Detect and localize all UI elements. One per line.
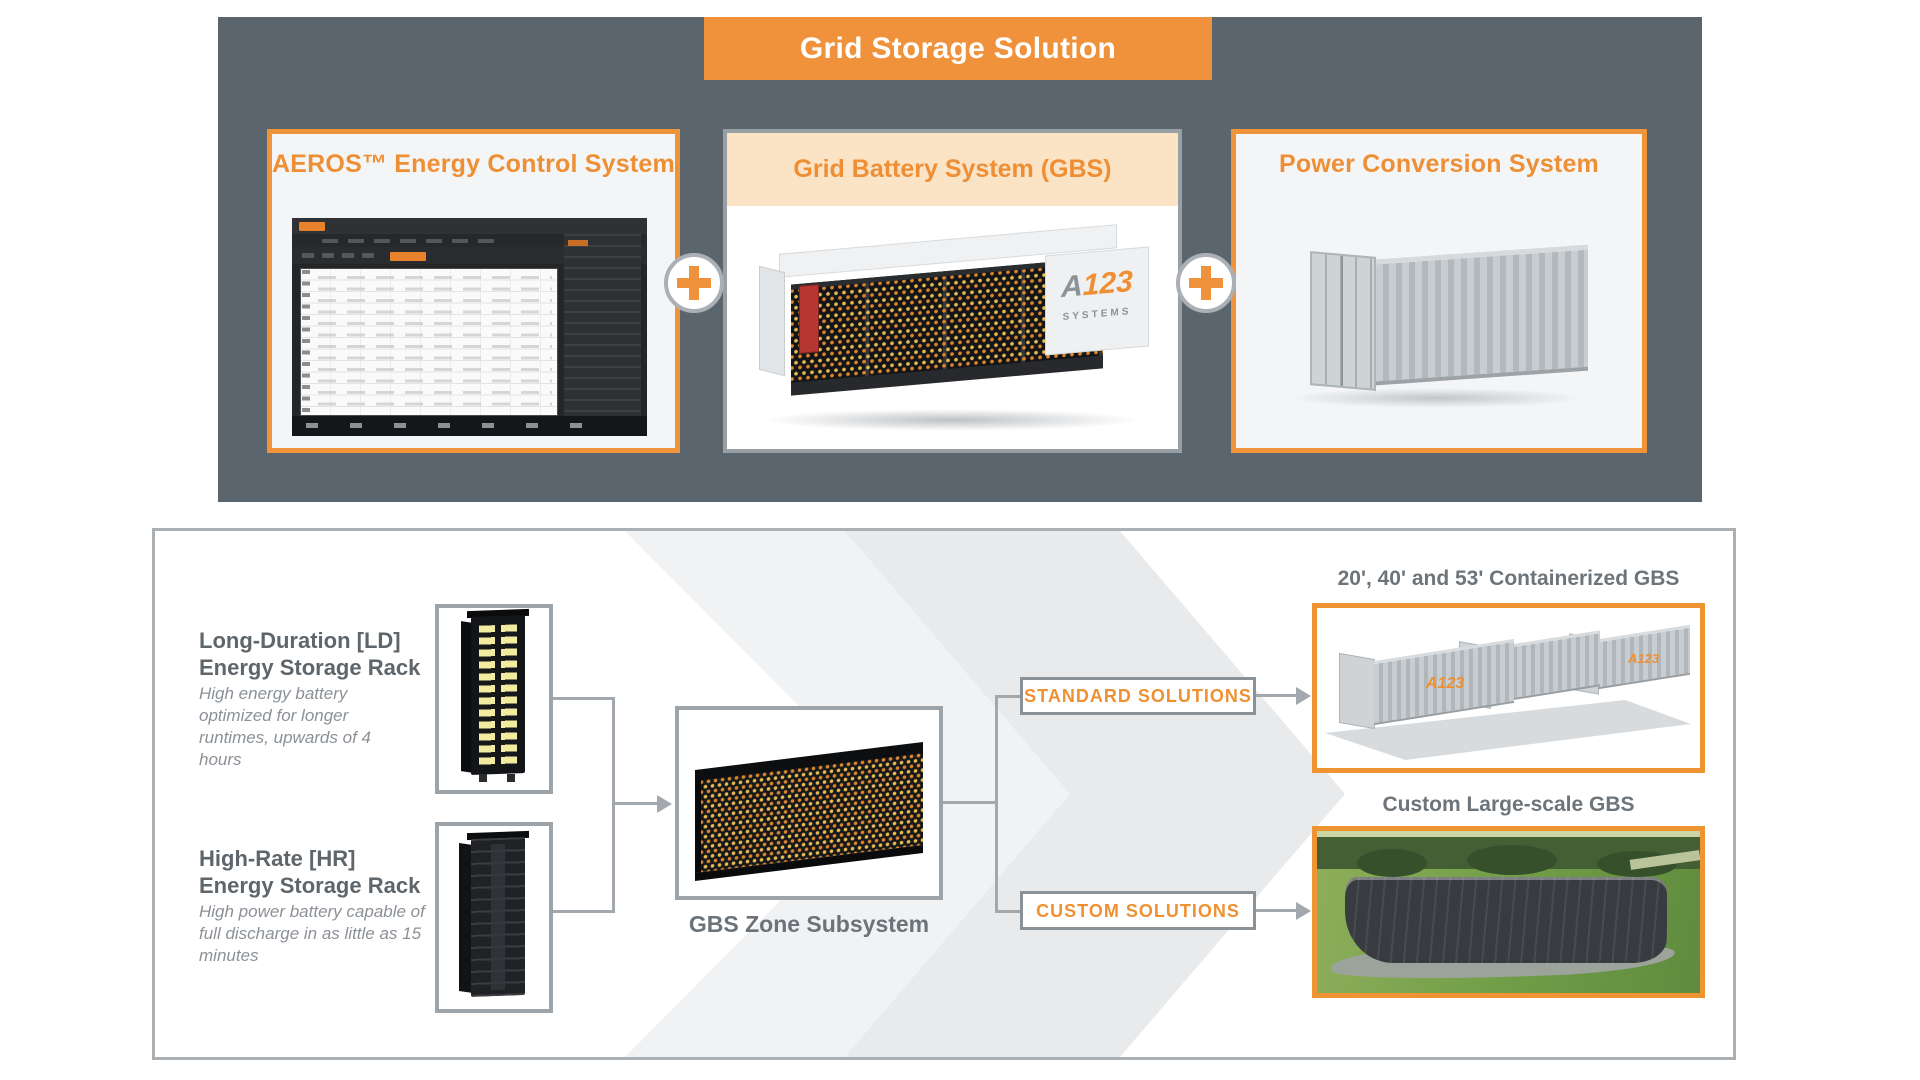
gbs-zone-rack-image bbox=[679, 710, 939, 896]
pcs-container-image bbox=[1266, 216, 1612, 436]
container-shadow bbox=[1286, 388, 1586, 408]
hr-rack-image bbox=[439, 826, 549, 1009]
containerized-gbs-image-box: A123 A123 bbox=[1312, 603, 1705, 773]
containerized-gbs-image: A123 A123 bbox=[1317, 608, 1700, 768]
ld-rack-title: Long-Duration [LD] Energy Storage Rack bbox=[199, 627, 449, 681]
screenshot-side-accent bbox=[568, 240, 588, 246]
a123-logo-panel: A123 SYSTEMS bbox=[1045, 246, 1149, 356]
aeros-panel: AEROS™ Energy Control System bbox=[267, 129, 680, 453]
plus-icon bbox=[664, 253, 724, 313]
container-door-end bbox=[1310, 251, 1376, 391]
battery-cell-column bbox=[501, 624, 517, 765]
arrow-right-icon bbox=[657, 794, 672, 813]
plus-icon bbox=[1176, 253, 1236, 313]
gbs-container-image: A123 SYSTEMS bbox=[743, 211, 1163, 451]
a123-mini-logo: A123 bbox=[1628, 651, 1660, 667]
gbs-panel-title: Grid Battery System (GBS) bbox=[727, 133, 1178, 206]
gbs-architecture-panel: Long-Duration [LD] Energy Storage Rack H… bbox=[152, 528, 1736, 1060]
gbs-zone-image-box bbox=[675, 706, 943, 900]
arrow-right-icon bbox=[1296, 686, 1311, 705]
container-red-cabinet bbox=[799, 284, 819, 354]
container-corrugated-side bbox=[1376, 244, 1588, 386]
large-scale-gbs-building bbox=[1345, 877, 1667, 963]
top-solution-panel: Grid Storage Solution AEROS™ Energy Cont… bbox=[218, 17, 1702, 502]
container-open-door bbox=[759, 265, 785, 377]
connector-line bbox=[1256, 694, 1298, 697]
hr-rack-title-line1: High-Rate [HR] bbox=[199, 846, 356, 871]
connector-line bbox=[553, 910, 615, 913]
connector-line bbox=[943, 801, 997, 804]
container-shadow bbox=[761, 409, 1141, 431]
connector-line bbox=[1256, 909, 1298, 912]
hr-rack-title: High-Rate [HR] Energy Storage Rack bbox=[199, 845, 449, 899]
containerized-gbs-label: 20', 40' and 53' Containerized GBS bbox=[1337, 567, 1680, 590]
gbs-panel: Grid Battery System (GBS) A123 SYSTEMS bbox=[723, 129, 1182, 453]
hr-rack-description: High power battery capable of full disch… bbox=[199, 902, 425, 965]
connector-line bbox=[612, 802, 658, 805]
screenshot-menu-items bbox=[322, 239, 502, 243]
custom-gbs-aerial-image bbox=[1317, 831, 1700, 993]
connector-line bbox=[612, 697, 615, 913]
pcs-panel-title: Power Conversion System bbox=[1279, 150, 1599, 178]
hr-rack-title-line2: Energy Storage Rack bbox=[199, 873, 421, 898]
custom-solutions-box: CUSTOM SOLUTIONS bbox=[1020, 891, 1256, 930]
arrow-right-icon bbox=[1296, 901, 1311, 920]
battery-cell-column bbox=[479, 625, 495, 766]
screenshot-titlebar bbox=[292, 218, 647, 234]
aeros-panel-title: AEROS™ Energy Control System bbox=[272, 150, 675, 178]
gbs-zone-label: GBS Zone Subsystem bbox=[688, 911, 930, 937]
screenshot-summary-values bbox=[306, 423, 606, 428]
container-door-seam bbox=[1341, 255, 1343, 387]
screenshot-toolbar bbox=[292, 247, 647, 264]
a123-logo-a: A bbox=[1061, 269, 1083, 305]
screenshot-side-panel bbox=[564, 234, 641, 416]
custom-gbs-label: Custom Large-scale GBS bbox=[1382, 793, 1635, 816]
a123-logo: A123 SYSTEMS bbox=[1046, 248, 1148, 335]
screenshot-table-text bbox=[318, 272, 552, 412]
a123-mini-logo: A123 bbox=[1426, 674, 1465, 692]
custom-gbs-image-box bbox=[1312, 826, 1705, 998]
standard-solutions-box: STANDARD SOLUTIONS bbox=[1020, 677, 1256, 715]
connector-line bbox=[553, 697, 615, 700]
connector-line bbox=[995, 910, 1020, 913]
ld-rack-description: High energy battery optimized for longer… bbox=[199, 684, 371, 769]
page-title: Grid Storage Solution bbox=[704, 17, 1212, 80]
screenshot-toolbar-items bbox=[302, 253, 382, 258]
connector-line bbox=[995, 695, 998, 913]
screenshot-row-icons bbox=[302, 270, 310, 414]
hr-rack-image-box bbox=[435, 822, 553, 1013]
ld-rack-title-line2: Energy Storage Rack bbox=[199, 655, 421, 680]
screenshot-active-button bbox=[390, 252, 426, 261]
screenshot-logo-chip bbox=[299, 222, 325, 231]
connector-line bbox=[995, 695, 1020, 698]
ld-rack-image-box bbox=[435, 604, 553, 794]
aeros-software-screenshot bbox=[292, 218, 647, 436]
pcs-panel: Power Conversion System bbox=[1231, 129, 1647, 453]
ld-rack-image bbox=[439, 608, 549, 790]
ld-rack-title-line1: Long-Duration [LD] bbox=[199, 628, 401, 653]
